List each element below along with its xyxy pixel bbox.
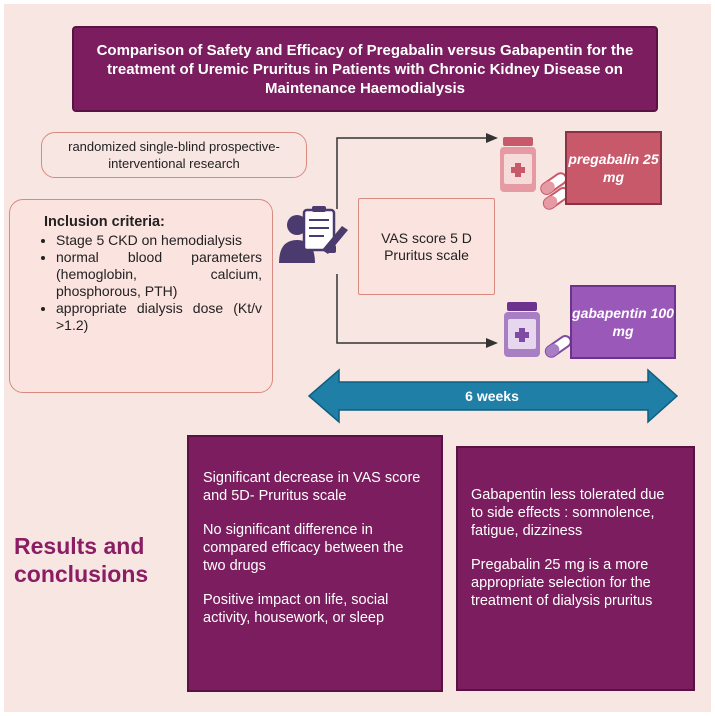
title-text: Comparison of Safety and Efficacy of Pre… <box>96 41 634 97</box>
result-item: Positive impact on life, social activity… <box>203 592 389 626</box>
results-panel-efficacy: Significant decrease in VAS score and 5D… <box>187 435 443 692</box>
inclusion-list: Stage 5 CKD on hemodialysis normal blood… <box>38 232 262 334</box>
page-title: Comparison of Safety and Efficacy of Pre… <box>72 26 658 112</box>
inclusion-criteria-box: Inclusion criteria: Stage 5 CKD on hemod… <box>9 199 273 393</box>
pregabalin-label: pregabalin 25 mg <box>568 151 659 185</box>
gabapentin-box: gabapentin 100 mg <box>570 285 676 359</box>
duration-label: 6 weeks <box>465 388 519 404</box>
connector-lines <box>336 137 488 344</box>
result-item: Gabapentin less tolerated due to side ef… <box>471 487 665 539</box>
arrowhead-top <box>486 133 498 143</box>
gabapentin-pill-bottle-icon <box>504 302 572 358</box>
arrowhead-bottom <box>486 338 498 348</box>
gabapentin-label: gabapentin 100 mg <box>572 305 674 339</box>
result-item: Significant decrease in VAS score and 5D… <box>203 470 421 504</box>
pregabalin-box: pregabalin 25 mg <box>565 131 662 205</box>
results-label: Results and conclusions <box>14 533 149 587</box>
pregabalin-pill-bottle-icon <box>500 137 570 210</box>
infographic-canvas: 6 weeks Comparison of Safety and Efficac… <box>4 4 711 712</box>
assessment-text: VAS score 5 D Pruritus scale <box>381 229 472 263</box>
inclusion-item: Stage 5 CKD on hemodialysis <box>56 232 262 249</box>
inclusion-heading: Inclusion criteria: <box>44 214 165 230</box>
study-design-box: randomized single-blind prospective-inte… <box>41 132 307 178</box>
double-headed-arrow-icon <box>307 368 679 424</box>
diagram-graphics: 6 weeks <box>279 133 679 424</box>
result-item: No significant difference in compared ef… <box>203 522 404 574</box>
inclusion-item: normal blood parameters (hemoglobin, cal… <box>56 249 262 300</box>
clipboard-person-icon <box>279 206 348 263</box>
inclusion-item: appropriate dialysis dose (Kt/v >1.2) <box>56 300 262 334</box>
result-item: Pregabalin 25 mg is a more appropriate s… <box>471 557 653 609</box>
assessment-box: VAS score 5 D Pruritus scale <box>358 198 495 295</box>
results-panel-safety: Gabapentin less tolerated due to side ef… <box>456 446 695 691</box>
study-design-text: randomized single-blind prospective-inte… <box>68 139 280 171</box>
